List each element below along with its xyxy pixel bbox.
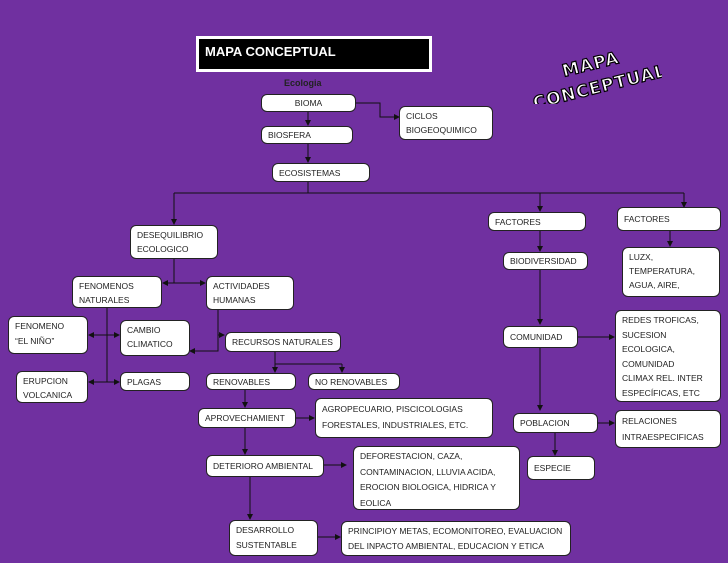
node-factores-abioticos: FACTORES ABIOTICOS bbox=[617, 207, 721, 231]
node-deterioro: DETERIORO AMBIENTAL bbox=[206, 455, 324, 477]
node-bioma: BIOMA bbox=[261, 94, 356, 112]
node-biodiversidad: BIODIVERSIDAD bbox=[503, 252, 588, 270]
node-deforestacion: DEFORESTACION, CAZA, CONTAMINACION, LLUV… bbox=[353, 446, 520, 510]
node-desequilibrio: DESEQUILIBRIO ECOLOGICO bbox=[130, 225, 218, 259]
node-fenomeno-nino: FENOMENO “EL NIÑO” bbox=[8, 316, 88, 354]
node-comunidad: COMUNIDAD bbox=[503, 326, 578, 348]
node-renovables: RENOVABLES bbox=[206, 373, 296, 390]
node-aprovechamiento: APROVECHAMIENT bbox=[198, 408, 296, 428]
node-agropecuario: AGROPECUARIO, PISCICOLOGIAS FORESTALES, … bbox=[315, 398, 493, 438]
node-especie: ESPECIE bbox=[527, 456, 595, 480]
node-relaciones: RELACIONES INTRAESPECIFICAS bbox=[615, 410, 721, 448]
connector-bioma-ciclos bbox=[356, 102, 400, 120]
node-no-renovables: NO RENOVABLES bbox=[308, 373, 400, 390]
node-recursos: RECURSOS NATURALES bbox=[225, 332, 341, 352]
node-ciclos: CICLOS BIOGEOQUIMICO bbox=[399, 106, 493, 140]
node-biosfera: BIOSFERA bbox=[261, 126, 353, 144]
mapa-conceptual-logo: MAPA CONCEPTUAL bbox=[531, 48, 662, 104]
title-box: MAPA CONCEPTUAL bbox=[196, 36, 432, 72]
page-title: MAPA CONCEPTUAL bbox=[199, 39, 429, 69]
node-fenomenos: FENOMENOS NATURALES bbox=[72, 276, 162, 308]
node-ecosistemas: ECOSISTEMAS bbox=[272, 163, 370, 182]
node-plagas: PLAGAS bbox=[120, 372, 190, 391]
node-luzx: LUZX, TEMPERATURA, AGUA, AIRE, bbox=[622, 247, 720, 297]
connector-actividades-cambio bbox=[189, 335, 219, 354]
node-factores-bioticos: FACTORES BIOTICOS bbox=[488, 212, 586, 231]
node-erupcion: ERUPCION VOLCANICA bbox=[16, 371, 88, 403]
node-desarrollo: DESARROLLO SUSTENTABLE bbox=[229, 520, 318, 556]
node-principios: PRINCIPIOY METAS, ECOMONITOREO, EVALUACI… bbox=[341, 521, 571, 556]
ecologia-label: Ecologia bbox=[284, 78, 322, 88]
node-actividades: ACTIVIDADES HUMANAS bbox=[206, 276, 294, 310]
node-cambio: CAMBIO CLIMATICO bbox=[120, 320, 190, 356]
node-redes: REDES TROFICAS, SUCESION ECOLOGICA, COMU… bbox=[615, 310, 721, 402]
node-poblacion: POBLACION bbox=[513, 413, 598, 433]
